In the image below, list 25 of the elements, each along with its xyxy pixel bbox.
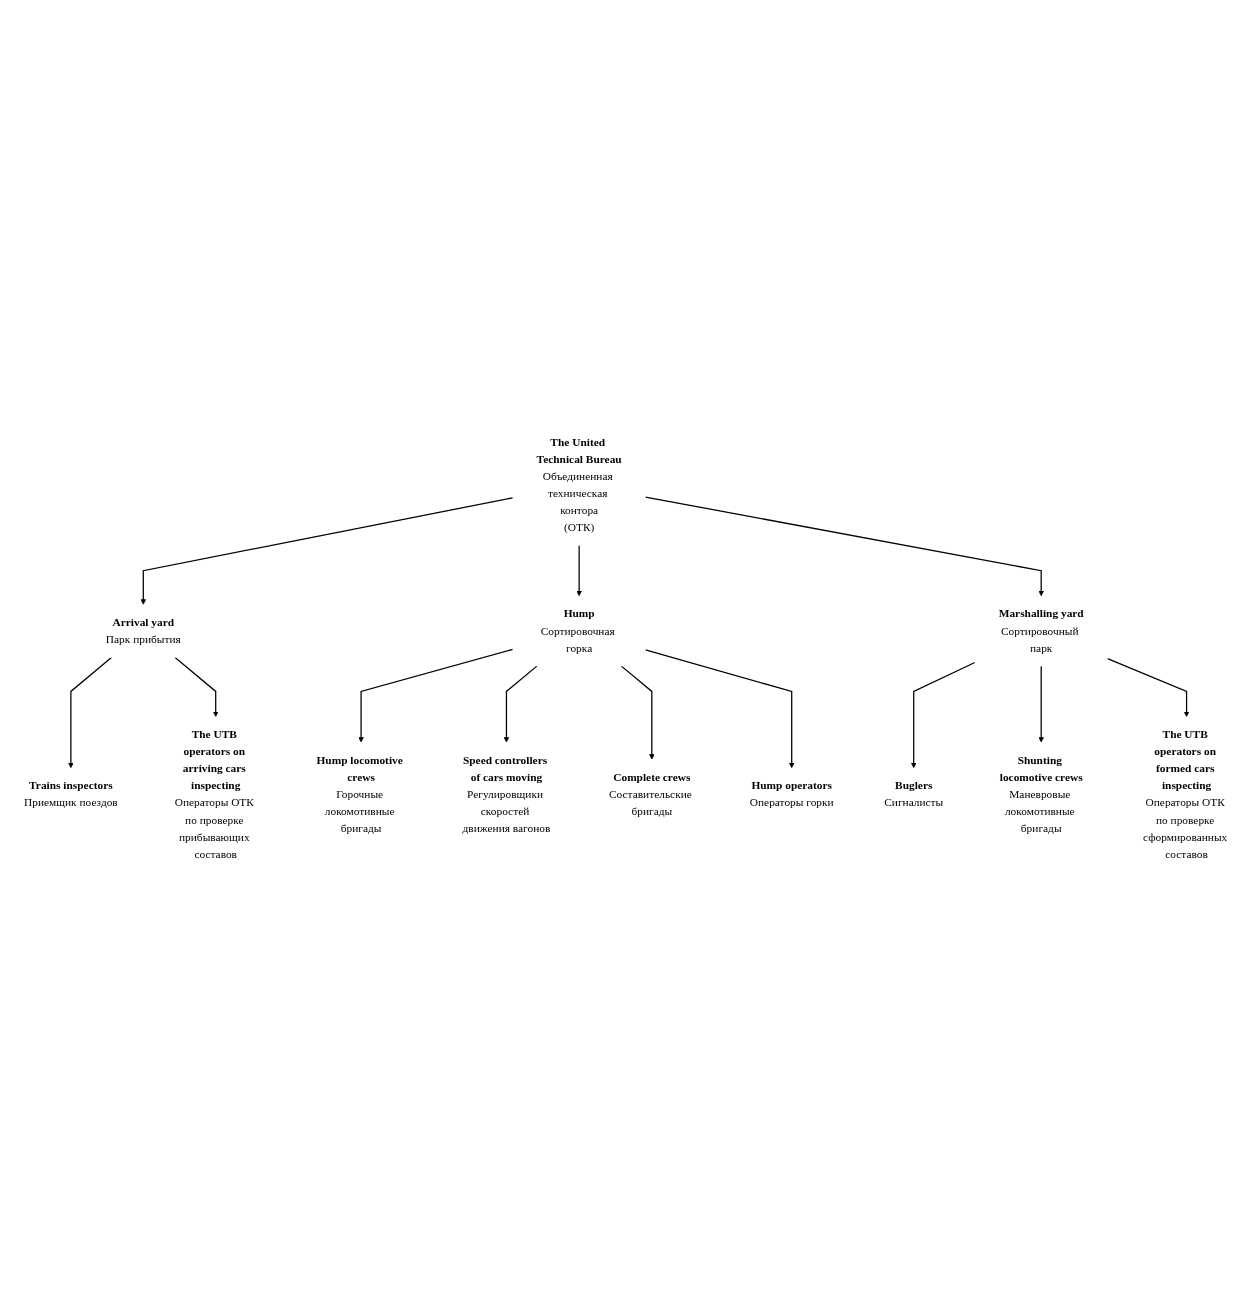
arrow: [910, 661, 976, 768]
node-text: Hump Сортировочная горка: [540, 607, 615, 654]
node-text: Trains inspectors Приемщик поездов: [24, 779, 118, 809]
node-text: Speed controllers of cars moving Регулировщики скоростей движения вагонов: [462, 753, 551, 835]
node-text: Shunting locomotive crews Маневровые локомотивные бригады: [999, 753, 1083, 835]
node-text: The UTB operators on formed cars inspecting Операторы ОТК по проверке сформированных составов: [1143, 727, 1228, 861]
node-text: Arrival yard Парк прибытия: [105, 615, 181, 646]
node-text: Hump locomotive crews Горочные локомотивные бригады: [316, 753, 403, 835]
node-text: The United Technical Bureau Объединенная техническая контора (ОТК): [536, 435, 622, 534]
arrow: [140, 497, 514, 605]
node-text: Buglers Сигналисты: [884, 779, 944, 809]
arrow: [576, 544, 582, 597]
arrow: [174, 656, 219, 717]
arrow: [358, 648, 514, 743]
arrow: [503, 665, 538, 743]
node-text: The UTB operators on arriving cars inspecting Операторы ОТК по проверке прибывающих составов: [174, 727, 254, 861]
arrow: [1038, 665, 1044, 743]
arrow: [644, 496, 1044, 597]
arrow: [644, 649, 795, 768]
node-text: Hump operators Операторы горки: [749, 779, 834, 809]
arrow: [620, 665, 655, 760]
arrow: [68, 656, 113, 768]
arrow: [1106, 657, 1190, 717]
node-text: Complete crews Составительские бригады: [608, 770, 692, 818]
node-text: Marshalling yard Сортировочный парк: [998, 607, 1084, 654]
